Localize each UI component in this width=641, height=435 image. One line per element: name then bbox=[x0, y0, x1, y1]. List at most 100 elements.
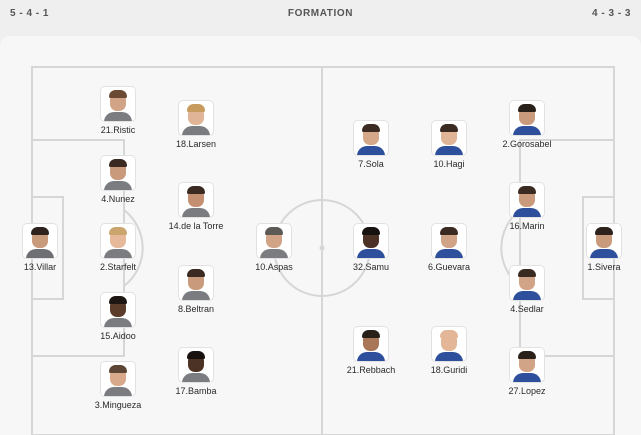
player-hair bbox=[109, 90, 127, 98]
player-shirt bbox=[104, 318, 132, 327]
player-name: 2.Gorosabel bbox=[502, 139, 552, 149]
player-hair bbox=[109, 296, 127, 304]
player-card[interactable]: 4.Sedlar bbox=[479, 266, 575, 314]
player-photo bbox=[23, 224, 57, 258]
player-hair bbox=[265, 227, 283, 235]
player-name: 6.Guevara bbox=[427, 262, 471, 272]
player-hair bbox=[518, 351, 536, 359]
player-shirt bbox=[435, 249, 463, 258]
player-shirt bbox=[590, 249, 618, 258]
formation-title: FORMATION bbox=[287, 8, 354, 19]
player-card[interactable]: 27.Lopez bbox=[479, 348, 575, 396]
player-card[interactable]: 7.Sola bbox=[323, 121, 419, 169]
player-card[interactable]: 14.de la Torre bbox=[148, 183, 244, 231]
player-card[interactable]: 32.Samu bbox=[323, 224, 419, 272]
player-card[interactable]: 18.Guridi bbox=[401, 327, 497, 375]
player-shirt bbox=[104, 112, 132, 121]
player-hair bbox=[518, 104, 536, 112]
player-hair bbox=[518, 269, 536, 277]
player-photo bbox=[354, 121, 388, 155]
player-photo bbox=[432, 327, 466, 361]
player-shirt bbox=[357, 146, 385, 155]
player-name: 32.Samu bbox=[352, 262, 390, 272]
player-name: 7.Sola bbox=[358, 159, 384, 169]
player-card[interactable]: 10.Hagi bbox=[401, 121, 497, 169]
player-photo bbox=[101, 224, 135, 258]
player-name: 4.Sedlar bbox=[510, 304, 544, 314]
player-name: 8.Beltran bbox=[177, 304, 215, 314]
player-card[interactable]: 2.Starfelt bbox=[70, 224, 166, 272]
player-name: 14.de la Torre bbox=[168, 221, 224, 231]
player-card[interactable]: 15.Aidoo bbox=[70, 293, 166, 341]
player-shirt bbox=[513, 126, 541, 135]
player-name: 4.Nunez bbox=[101, 194, 135, 204]
player-card[interactable]: 3.Mingueza bbox=[70, 362, 166, 410]
home-penalty-arc bbox=[123, 209, 144, 287]
home-formation: 5 - 4 - 1 bbox=[10, 8, 49, 19]
player-photo bbox=[101, 156, 135, 190]
player-shirt bbox=[357, 352, 385, 361]
player-name: 15.Aidoo bbox=[100, 331, 136, 341]
player-hair bbox=[187, 351, 205, 359]
player-card[interactable]: 6.Guevara bbox=[401, 224, 497, 272]
player-photo bbox=[101, 293, 135, 327]
player-shirt bbox=[26, 249, 54, 258]
player-hair bbox=[109, 365, 127, 373]
player-name: 1.Sivera bbox=[587, 262, 621, 272]
player-hair bbox=[109, 227, 127, 235]
player-name: 3.Mingueza bbox=[94, 400, 142, 410]
player-card[interactable]: 17.Bamba bbox=[148, 348, 244, 396]
player-hair bbox=[595, 227, 613, 235]
player-photo bbox=[179, 101, 213, 135]
player-photo bbox=[257, 224, 291, 258]
player-name: 10.Aspas bbox=[255, 262, 293, 272]
player-card[interactable]: 4.Nunez bbox=[70, 156, 166, 204]
player-shirt bbox=[435, 352, 463, 361]
player-hair bbox=[440, 124, 458, 132]
player-hair bbox=[362, 227, 380, 235]
player-name: 18.Guridi bbox=[430, 365, 468, 375]
player-shirt bbox=[513, 208, 541, 217]
player-shirt bbox=[182, 208, 210, 217]
player-name: 13.Villar bbox=[23, 262, 57, 272]
player-shirt bbox=[513, 291, 541, 300]
away-formation: 4 - 3 - 3 bbox=[592, 8, 631, 19]
player-shirt bbox=[357, 249, 385, 258]
player-hair bbox=[440, 330, 458, 338]
player-name: 27.Lopez bbox=[508, 386, 546, 396]
player-card[interactable]: 18.Larsen bbox=[148, 101, 244, 149]
player-card[interactable]: 2.Gorosabel bbox=[479, 101, 575, 149]
player-card[interactable]: 21.Ristic bbox=[70, 87, 166, 135]
player-hair bbox=[187, 186, 205, 194]
player-card[interactable]: 21.Rebbach bbox=[323, 327, 419, 375]
player-shirt bbox=[182, 291, 210, 300]
player-shirt bbox=[435, 146, 463, 155]
formation-header: 5 - 4 - 1 FORMATION 4 - 3 - 3 bbox=[0, 0, 641, 28]
player-card[interactable]: 10.Aspas bbox=[226, 224, 322, 272]
player-shirt bbox=[260, 249, 288, 258]
player-hair bbox=[362, 124, 380, 132]
player-card[interactable]: 8.Beltran bbox=[148, 266, 244, 314]
player-hair bbox=[109, 159, 127, 167]
player-photo bbox=[179, 183, 213, 217]
player-photo bbox=[101, 87, 135, 121]
player-photo bbox=[101, 362, 135, 396]
player-photo bbox=[179, 348, 213, 382]
player-shirt bbox=[513, 373, 541, 382]
player-name: 21.Rebbach bbox=[346, 365, 396, 375]
player-name: 10.Hagi bbox=[433, 159, 465, 169]
player-shirt bbox=[104, 181, 132, 190]
player-shirt bbox=[104, 387, 132, 396]
player-card[interactable]: 13.Villar bbox=[0, 224, 88, 272]
player-photo bbox=[354, 224, 388, 258]
player-photo bbox=[354, 327, 388, 361]
player-name: 18.Larsen bbox=[175, 139, 217, 149]
player-card[interactable]: 16.Marin bbox=[479, 183, 575, 231]
player-shirt bbox=[104, 249, 132, 258]
player-hair bbox=[440, 227, 458, 235]
player-shirt bbox=[182, 373, 210, 382]
player-card[interactable]: 1.Sivera bbox=[556, 224, 641, 272]
player-name: 16.Marin bbox=[509, 221, 545, 231]
center-spot bbox=[319, 245, 325, 251]
player-shirt bbox=[182, 126, 210, 135]
